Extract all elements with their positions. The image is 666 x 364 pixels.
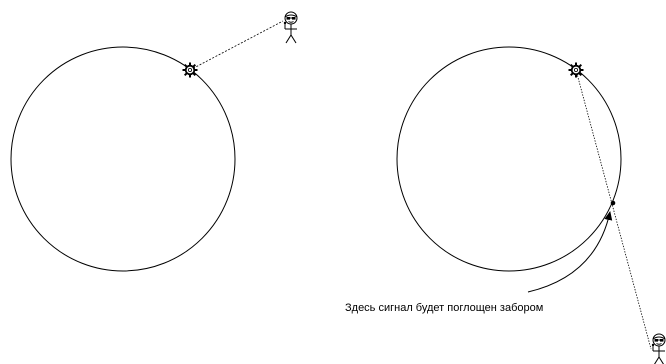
left-signal-line — [189, 20, 284, 71]
left-scene — [10, 11, 298, 272]
annotation-arrow — [527, 211, 613, 293]
right-receiver-person-icon — [651, 333, 666, 364]
annotation-text: Здесь сигнал будет поглощен забором — [345, 302, 543, 314]
right-transmitter-icon — [568, 62, 584, 78]
right-signal-line — [575, 69, 652, 350]
left-fence-circle — [10, 46, 236, 272]
left-transmitter-icon — [182, 62, 198, 78]
right-fence-circle — [396, 46, 622, 272]
right-scene: Здесь сигнал будет поглощен забором — [345, 46, 666, 364]
absorption-point — [610, 200, 616, 206]
left-receiver-person-icon — [283, 11, 298, 44]
